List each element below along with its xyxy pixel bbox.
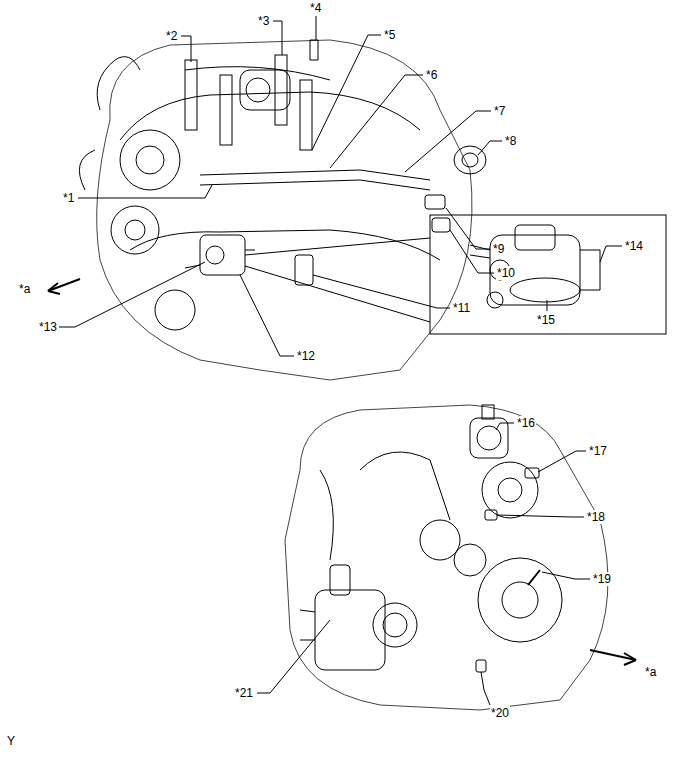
direction-label: *a bbox=[18, 282, 31, 296]
callout-number: *16 bbox=[516, 416, 536, 430]
callout-number: *6 bbox=[425, 68, 438, 82]
callout-number: *11 bbox=[452, 301, 471, 315]
callout-number: *7 bbox=[493, 104, 506, 118]
callout-number: *21 bbox=[234, 686, 254, 700]
callout-number: *3 bbox=[257, 14, 270, 28]
callout-number: *9 bbox=[492, 242, 505, 256]
callout-number: *4 bbox=[309, 1, 322, 15]
callout-number: *15 bbox=[536, 313, 556, 327]
callout-number: *18 bbox=[586, 510, 606, 524]
callout-number: *12 bbox=[296, 349, 316, 363]
callout-number: *17 bbox=[588, 444, 608, 458]
direction-label: *a bbox=[644, 665, 657, 679]
callout-number: *5 bbox=[383, 28, 396, 42]
callout-number: *10 bbox=[496, 266, 516, 280]
callout-number: *14 bbox=[624, 239, 644, 253]
figure-code: Y bbox=[6, 734, 16, 748]
callout-number: *20 bbox=[490, 706, 510, 720]
callout-number: *19 bbox=[592, 572, 612, 586]
callout-number: *13 bbox=[38, 320, 58, 334]
callout-number: *8 bbox=[504, 134, 517, 148]
callout-number: *1 bbox=[62, 191, 75, 205]
callout-number: *2 bbox=[165, 29, 178, 43]
